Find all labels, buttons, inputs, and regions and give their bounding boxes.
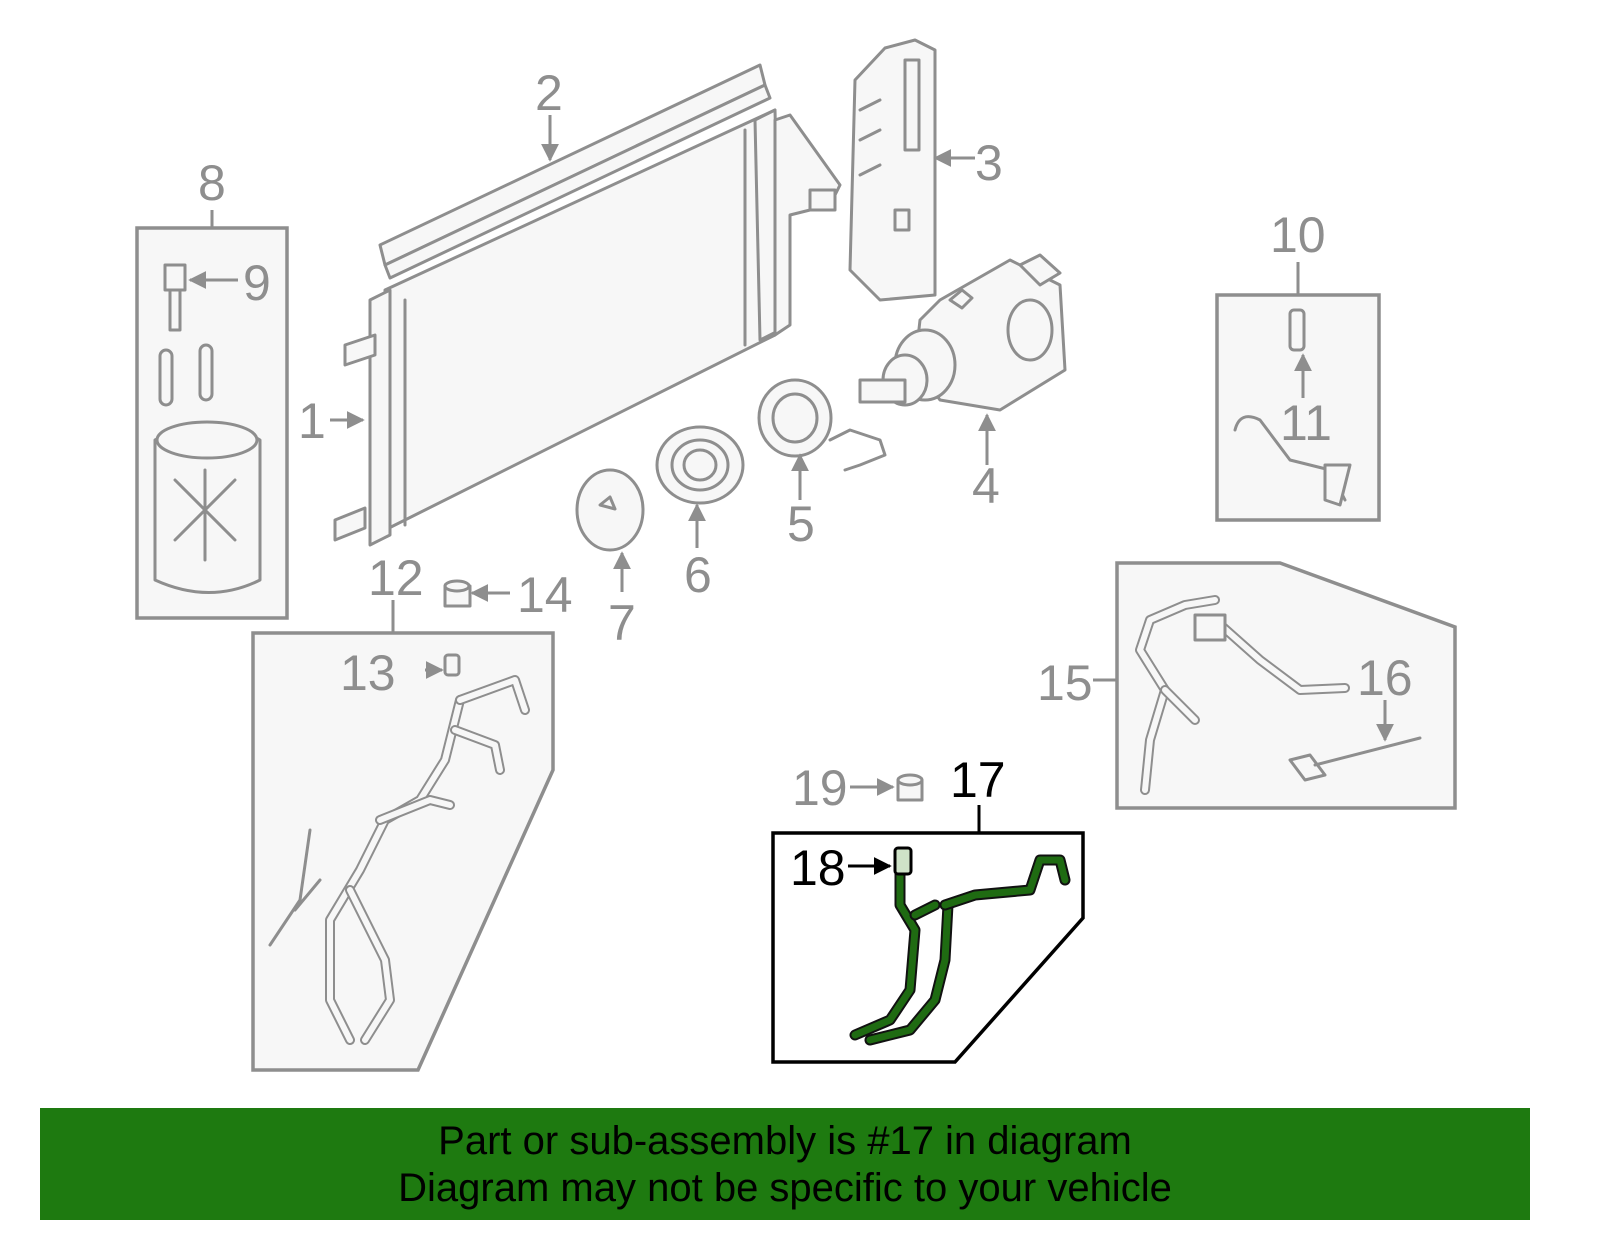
notice-banner: Part or sub-assembly is #17 in diagram D… bbox=[40, 1108, 1530, 1220]
callout-4: 4 bbox=[972, 458, 1000, 514]
part-10-switch-box bbox=[1215, 293, 1381, 522]
part-7-clutch-plate bbox=[575, 468, 645, 552]
callout-13: 13 bbox=[340, 645, 396, 701]
part-15-hose-box bbox=[1115, 561, 1457, 810]
callout-18: 18 bbox=[790, 840, 846, 896]
callout-8: 8 bbox=[198, 155, 226, 211]
callout-12: 12 bbox=[368, 550, 424, 606]
banner-disclaimer: Diagram may not be specific to your vehi… bbox=[398, 1166, 1172, 1210]
callout-1: 1 bbox=[298, 393, 326, 449]
part-3-side-bracket bbox=[848, 38, 937, 302]
callout-15: 15 bbox=[1037, 655, 1093, 711]
part-12-hose-assembly-box bbox=[251, 631, 555, 1072]
part-2-seal-strip bbox=[378, 63, 772, 280]
part-18-cap bbox=[893, 846, 913, 876]
part-6-pulley bbox=[655, 425, 745, 505]
part-1-condenser bbox=[333, 108, 842, 547]
part-17-hose-assembly-box bbox=[771, 831, 1085, 1064]
callout-11: 11 bbox=[1280, 395, 1332, 451]
part-5-clutch-coil bbox=[757, 378, 887, 472]
part-14-cap bbox=[443, 579, 472, 608]
part-8-receiver-drier-box bbox=[135, 226, 289, 620]
part-19-cap bbox=[896, 773, 924, 802]
callout-numbers: 1 2 3 4 5 6 7 8 9 10 11 12 13 14 15 16 1… bbox=[198, 65, 1413, 896]
callout-leaders bbox=[188, 115, 1394, 875]
callout-19: 19 bbox=[792, 760, 848, 816]
callout-6: 6 bbox=[684, 547, 712, 603]
callout-17: 17 bbox=[950, 752, 1006, 808]
part-17-hose-highlighted bbox=[849, 854, 1071, 1046]
callout-16: 16 bbox=[1357, 650, 1413, 706]
callout-2: 2 bbox=[535, 65, 563, 121]
part-4-compressor bbox=[858, 253, 1067, 412]
callout-14: 14 bbox=[517, 567, 573, 623]
banner-part-note: Part or sub-assembly is #17 in diagram bbox=[438, 1119, 1132, 1163]
callout-3: 3 bbox=[975, 135, 1003, 191]
callout-7: 7 bbox=[608, 595, 636, 651]
callout-5: 5 bbox=[787, 496, 815, 552]
callout-9: 9 bbox=[243, 255, 271, 311]
callout-10: 10 bbox=[1270, 207, 1326, 263]
